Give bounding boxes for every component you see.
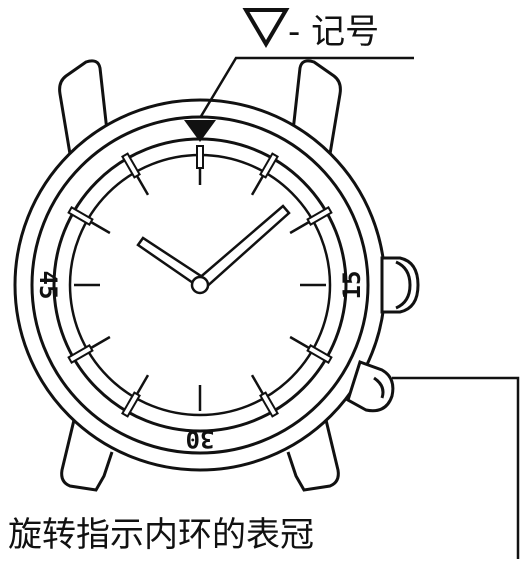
dial-index [250,374,265,395]
bezel-numeral-15: 15 [338,271,366,300]
marker-symbol-icon [242,8,290,48]
ring-tick [306,344,333,364]
ring-tick [121,152,141,179]
watch-case-lugs [58,59,342,492]
bezel-numeral-45: 45 [34,271,62,300]
ring-tick [306,206,333,226]
dial-index [289,220,310,235]
marker-label-text: - 记号 [288,12,380,52]
hour-indices [67,145,333,418]
dial-index [90,335,111,350]
ring-tick-12 [196,145,204,169]
crown-label: 旋转指示内环的表冠 [8,515,314,555]
dial-index [135,175,150,196]
ring-tick [67,206,94,226]
bezel-marker-icon [184,120,216,142]
ring-tick [259,391,279,418]
bezel-numeral-30: 30 [186,425,215,453]
ring-tick [259,152,279,179]
dial-index [90,220,111,235]
ring-tick [121,391,141,418]
dial-index [135,374,150,395]
upper-crown [380,256,420,314]
hand-pivot [190,275,210,295]
ring-tick [67,344,94,364]
dial-index [250,175,265,196]
dial-index [289,335,310,350]
watch-hands [136,204,291,295]
crown-leader-line [392,376,520,559]
marker-label: ▽- 记号 [288,4,379,53]
lower-crown-inner-ring[interactable] [346,360,395,413]
marker-leader-line [198,56,414,119]
